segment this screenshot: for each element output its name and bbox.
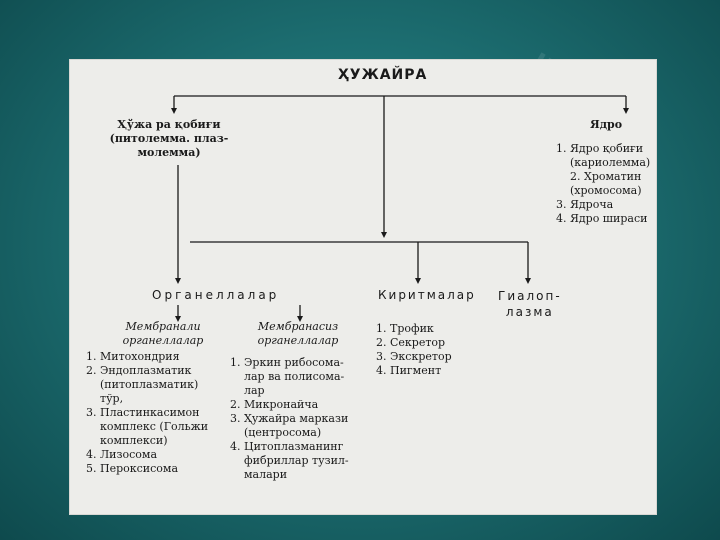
list-item: 3. Пластинкасимон xyxy=(86,406,200,419)
membrane-organelles-list: 1. Митохондрия 2. Эндоплазматик (питопла… xyxy=(86,350,208,476)
list-item: фибриллар тузил- xyxy=(244,454,349,467)
list-item: 2. Эндоплазматик xyxy=(86,364,192,377)
inclusions-heading: Киритмалар xyxy=(378,288,476,302)
list-item: (питоплазматик) xyxy=(100,378,199,391)
nucleus-heading: Ядро xyxy=(590,118,623,131)
cell-membrane-heading-line: молемма) xyxy=(137,146,201,159)
membrane-organelles-heading-line: органеллалар xyxy=(122,334,204,347)
cell-membrane-heading-line: (питолемма. плаз- xyxy=(109,132,229,145)
list-item: 4. Цитоплазманинг xyxy=(230,440,344,453)
list-item: тўр, xyxy=(100,392,124,405)
list-item: комплекс (Гольжи xyxy=(100,420,209,433)
hyaloplasm-heading: Гиалоп- лазма xyxy=(498,288,562,320)
list-item: комплекси) xyxy=(100,434,168,447)
list-item: 3. Ҳужайра маркази xyxy=(230,412,349,425)
nonmembrane-organelles-heading: Мембранасиз органеллалар xyxy=(248,320,348,348)
list-item: 1. Эркин рибосома- xyxy=(230,356,344,369)
organelles-heading: Органеллалар xyxy=(152,288,280,302)
list-item: (центросома) xyxy=(244,426,322,439)
list-item: 5. Пероксисома xyxy=(86,462,179,475)
cell-membrane-heading: Ҳўжа ра қобиғи (питолемма. плаз- молемма… xyxy=(96,118,242,160)
hyaloplasm-heading-line: лазма xyxy=(505,305,554,319)
list-item: лар xyxy=(244,384,265,397)
list-item: 2. Хроматин xyxy=(570,170,642,183)
list-item: малари xyxy=(244,468,288,481)
membrane-organelles-heading-line: Мембранали xyxy=(125,320,201,333)
nonmembrane-organelles-heading-line: Мембранасиз xyxy=(257,320,339,333)
list-item: 3. Ядроча xyxy=(556,198,614,211)
list-item: 4. Лизосома xyxy=(86,448,158,461)
nonmembrane-organelles-heading-line: органеллалар xyxy=(257,334,339,347)
list-item: (кариолемма) xyxy=(570,156,651,169)
list-item: 2. Микронайча xyxy=(230,398,319,411)
list-item: 1. Митохондрия xyxy=(86,350,180,363)
list-item: 3. Экскретор xyxy=(376,350,452,363)
list-item: 4. Ядро шираси xyxy=(556,212,648,225)
diagram-panel xyxy=(69,59,657,515)
list-item: лар ва полисома- xyxy=(244,370,345,383)
hyaloplasm-heading-line: Гиалоп- xyxy=(498,289,562,303)
inclusions-list: 1. Трофик 2. Секретор 3. Экскретор 4. Пи… xyxy=(376,322,452,378)
membrane-organelles-heading: Мембранали органеллалар xyxy=(108,320,218,348)
list-item: 4. Пигмент xyxy=(376,364,442,377)
list-item: 1. Трофик xyxy=(376,322,434,335)
nonmembrane-organelles-list: 1. Эркин рибосома- лар ва полисома- лар … xyxy=(230,356,349,482)
list-item: 1. Ядро қобиғи xyxy=(556,142,644,155)
list-item: 2. Секретор xyxy=(376,336,446,349)
diagram-title: ҲУЖАЙРА xyxy=(338,67,428,83)
cell-membrane-heading-line: Ҳўжа ра қобиғи xyxy=(117,118,221,131)
nucleus-list: 1. Ядро қобиғи (кариолемма) 2. Хроматин … xyxy=(556,142,650,226)
list-item: (хромосома) xyxy=(570,184,642,197)
